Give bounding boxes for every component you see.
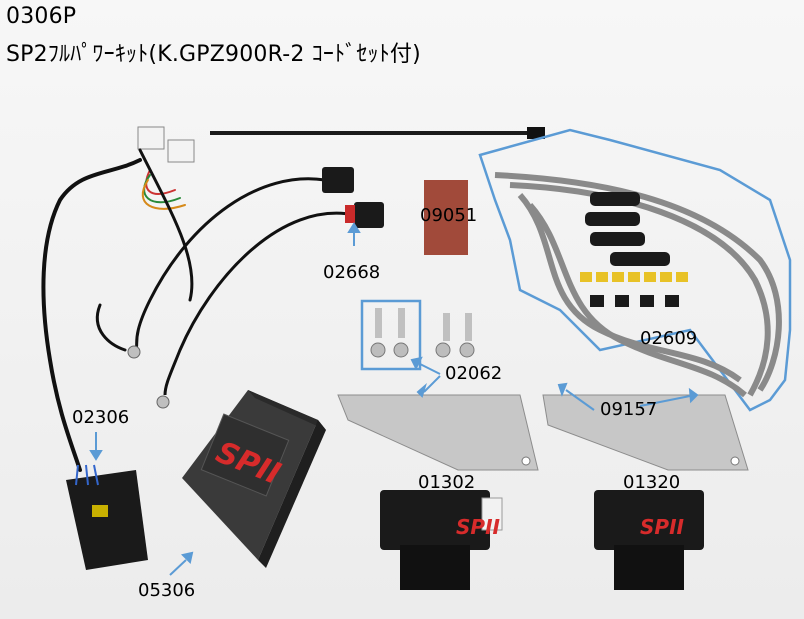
controller-unit: SPII [182,390,326,568]
product-name: SP2ﾌﾙﾊﾟﾜｰｷｯﾄ(K.GPZ900R-2 ｺｰﾄﾞｾｯﾄ付) [6,42,421,67]
part-label-09051: 09051 [420,205,478,226]
part-label-05306: 05306 [138,580,196,601]
part-label-01302: 01302 [418,472,476,493]
brackets [337,394,749,471]
signal-cables [127,167,384,409]
plug-cords [494,172,782,398]
harness-connector [66,464,148,570]
part-label-02306: 02306 [72,407,130,428]
plug-caps [585,192,670,266]
cable-tie [210,127,545,139]
product-code: 0306P [6,4,77,29]
part-label-09157: 09157 [600,399,658,420]
adhesive-pad [424,180,468,255]
bolts-and-nuts [370,308,475,358]
coil-left-logo: SPII [456,515,501,539]
cord-clips [580,272,688,307]
main-harness [41,126,195,472]
part-label-02609: 02609 [640,328,698,349]
annotation-arrows [89,222,699,576]
ignition-coils: SPII SPII [380,490,704,590]
coil-right-logo: SPII [640,515,685,539]
annotation-shapes [360,128,792,412]
part-label-01320: 01320 [623,472,681,493]
part-label-02062: 02062 [445,363,503,384]
part-label-02668: 02668 [323,262,381,283]
